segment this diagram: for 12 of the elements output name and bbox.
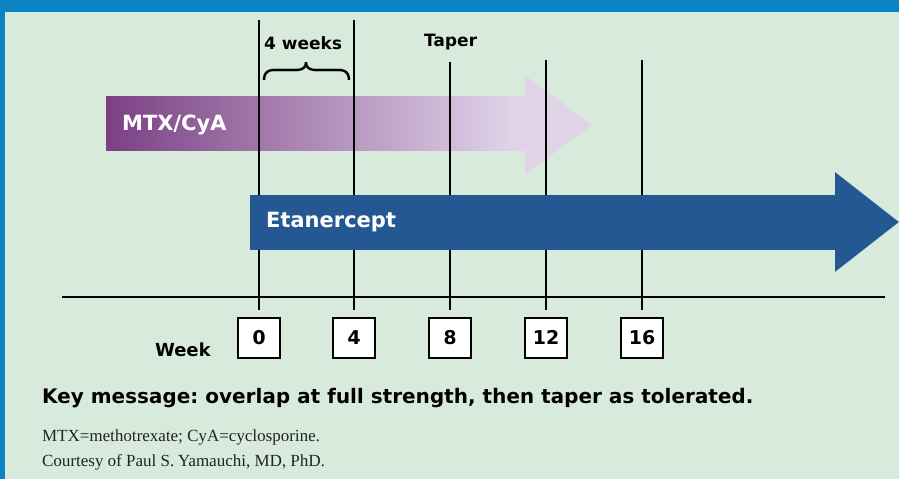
- week-marker: 4: [332, 317, 376, 359]
- footnote: MTX=methotrexate; CyA=cyclosporine.: [42, 426, 320, 446]
- week-marker: 8: [428, 317, 472, 359]
- week-marker: 16: [620, 317, 664, 359]
- week-marker: 0: [237, 317, 281, 359]
- drug-label: Etanercept: [266, 208, 396, 232]
- axis-label: Week: [155, 340, 211, 361]
- drug-label: MTX/CyA: [122, 111, 226, 135]
- week-marker: 12: [524, 317, 568, 359]
- credit-note: Courtesy of Paul S. Yamauchi, MD, PhD.: [42, 451, 325, 471]
- key-message: Key message: overlap at full strength, then taper as tolerated.: [42, 384, 754, 408]
- phase-label: Taper: [424, 31, 477, 51]
